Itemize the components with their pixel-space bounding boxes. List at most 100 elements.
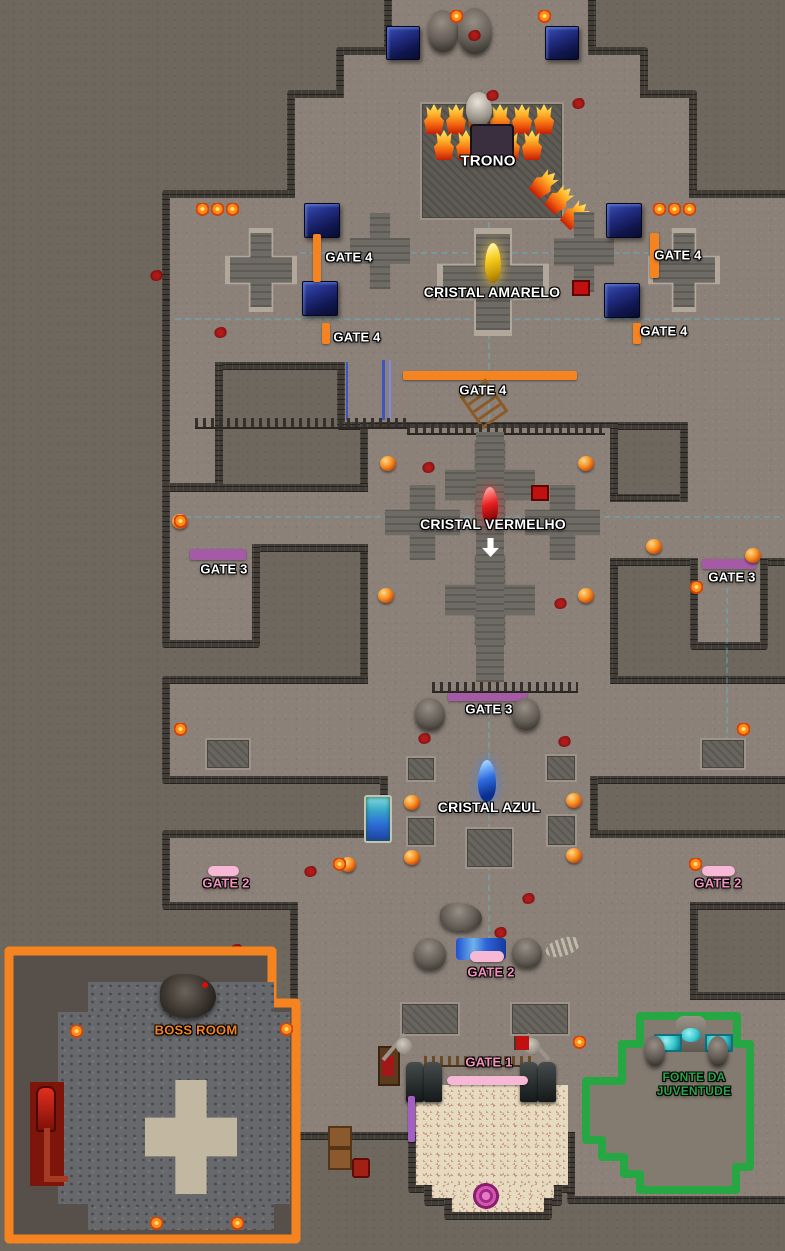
torch-icon [538,10,551,25]
boss-monster-eye [202,982,208,988]
platform [546,814,577,847]
gate3-bar [702,559,756,569]
fire-mushroom-icon [378,588,394,603]
torch-icon [196,203,209,218]
gate4-bar [313,234,321,282]
label-gate4-center: GATE 4 [459,382,507,398]
torch-icon [737,723,750,738]
blood-splat [572,98,585,109]
blue-gem-block-icon [604,283,640,318]
blue-gem-block-icon [606,203,642,238]
red-flag [531,485,549,501]
label-fonte-line1: FONTE DA [662,1070,726,1084]
torch-icon [689,858,702,873]
crate-icon [328,1148,352,1170]
platform [510,1002,570,1036]
gate2-bar [702,866,735,876]
blood-splat [150,270,163,281]
shrine-banner [382,1056,394,1076]
torch-icon [211,203,224,218]
platform [205,738,251,770]
teleport-icon [364,795,392,843]
gate3-bar [448,691,527,701]
label-cristal-azul: CRISTAL AZUL [437,799,541,815]
statue-icon [708,1036,728,1066]
armor-statue-icon [520,1062,538,1102]
platform [700,738,746,770]
statue-icon [512,938,542,968]
label-gate3-right: GATE 3 [708,569,756,585]
blood-splat [494,927,507,938]
label-gate1: GATE 1 [465,1054,513,1070]
ladder-rail [346,362,348,420]
armor-statue-icon [406,1062,424,1102]
statue-icon [414,938,446,970]
torch-icon [573,1036,586,1051]
torch-icon [690,581,703,596]
fire-mushroom-icon [566,848,582,863]
platform [406,756,436,782]
gate2-bar [470,951,504,962]
label-gate3-center: GATE 3 [465,701,513,717]
floor-right-band2 [588,838,785,902]
blood-splat [554,598,567,609]
gate2-bar [208,866,239,876]
torch-icon [174,515,187,530]
label-cristal-amarelo: CRISTAL AMARELO [423,284,561,300]
spear-row [424,1056,536,1067]
fire-mushroom-icon [404,850,420,865]
floor-right-down [698,558,760,642]
floor-left-wing [170,308,215,483]
flame-icon [446,104,466,134]
red-crystal-icon [482,487,498,525]
torch-icon [450,10,463,25]
boss-pipe [44,1128,50,1180]
blood-splat [422,462,435,473]
fire-mushroom-icon [578,456,594,471]
label-cristal-vermelho: CRISTAL VERMELHO [420,516,566,532]
fire-mushroom-icon [404,795,420,810]
torch-icon [280,1023,293,1038]
spiked-wall [195,418,407,429]
torch-icon [226,203,239,218]
stone-ball [396,1038,412,1054]
red-flag-icon [514,1036,529,1050]
torch-icon [231,1217,244,1232]
floor-right-gap [688,455,785,515]
fire-mushroom-icon [745,548,761,563]
flame-icon [512,104,532,134]
floor-left-down [170,544,252,640]
label-gate2-left: GATE 2 [202,875,250,891]
label-gate2-center: GATE 2 [467,964,515,980]
floor-gate4-corridor [345,360,690,422]
red-item [572,280,590,296]
blood-splat [558,736,571,747]
fountain-water [681,1028,701,1042]
blue-gem-block-icon [304,203,340,238]
down-arrow-icon [482,538,499,557]
platform [545,754,577,782]
flame-icon [522,130,542,160]
torch-icon [70,1025,83,1040]
label-gate2-right: GATE 2 [694,875,742,891]
blood-splat [304,866,317,877]
statue-icon [645,1036,665,1066]
crate-icon [328,1126,352,1148]
statue-icon [512,698,540,730]
label-gate4-right-upper: GATE 4 [654,247,702,263]
platform [465,827,514,869]
throne-seat [470,124,514,166]
fire-mushroom-icon [566,793,582,808]
gate3-bar [190,549,246,560]
armor-statue-icon [538,1062,556,1102]
blood-splat [214,327,227,338]
ladder-rail [382,360,385,420]
floor-left-band2 [170,838,392,902]
label-boss-room: BOSS ROOM [154,1022,238,1038]
fire-mushroom-icon [646,539,662,554]
gate4-bar [403,371,577,380]
spiked-wall [432,682,578,693]
